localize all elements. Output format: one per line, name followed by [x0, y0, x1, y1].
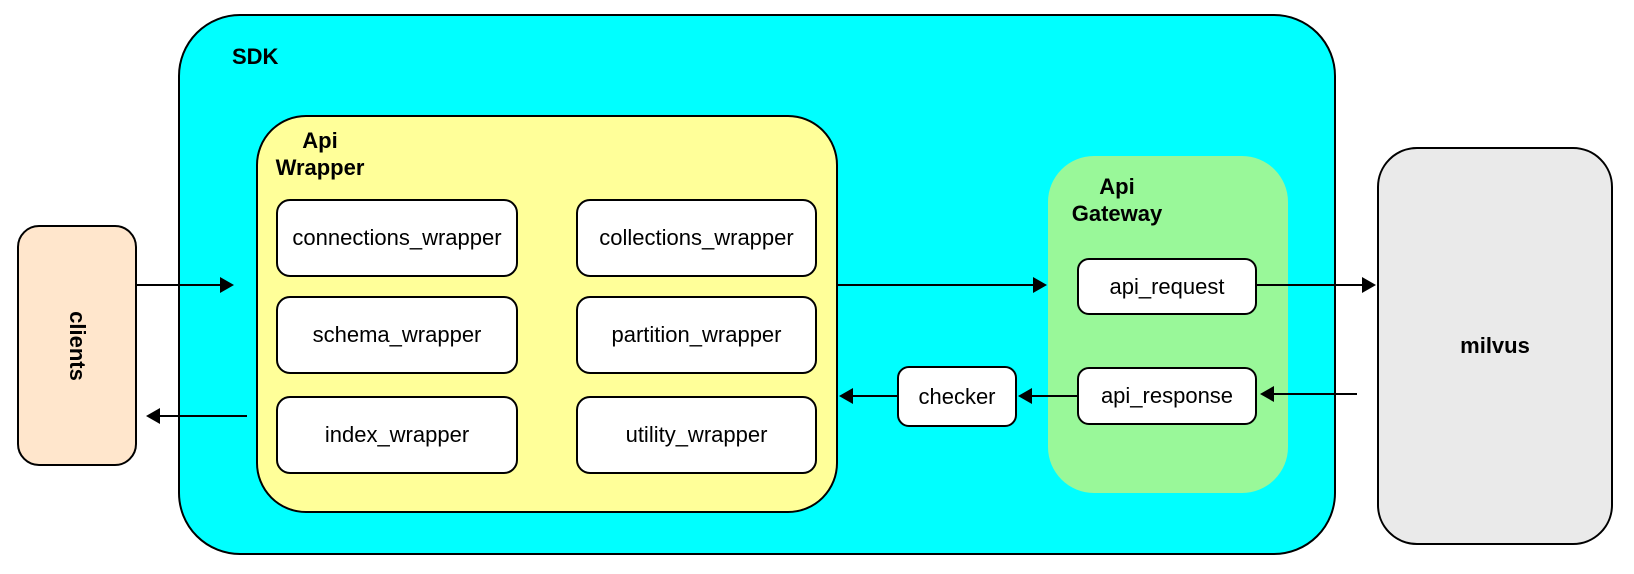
checker-node: checker [897, 366, 1017, 427]
arrow-sdk-to-clients [146, 408, 247, 424]
api-response-node: api_response [1077, 367, 1257, 425]
arrow-request-to-milvus [1257, 277, 1376, 293]
arrow-response-to-checker [1018, 388, 1077, 404]
connections-wrapper-node: connections_wrapper [276, 199, 518, 277]
clients-node: clients [17, 225, 137, 466]
schema-wrapper-node: schema_wrapper [276, 296, 518, 374]
index-wrapper-node: index_wrapper [276, 396, 518, 474]
api-request-node: api_request [1077, 258, 1257, 315]
arrow-milvus-to-response [1260, 386, 1357, 402]
api-gateway-label: Api Gateway [1071, 174, 1163, 227]
collections-wrapper-node: collections_wrapper [576, 199, 817, 277]
arrow-checker-to-wrapper [839, 388, 897, 404]
arrow-clients-to-sdk [137, 277, 234, 293]
milvus-node: milvus [1377, 147, 1613, 545]
clients-label: clients [64, 310, 90, 381]
api-gateway-container: Api Gateway [1048, 156, 1288, 493]
partition-wrapper-node: partition_wrapper [576, 296, 817, 374]
sdk-label: SDK [232, 44, 279, 69]
utility-wrapper-node: utility_wrapper [576, 396, 817, 474]
api-wrapper-label: Api Wrapper [275, 128, 365, 181]
arrow-wrapper-to-gateway [838, 277, 1047, 293]
